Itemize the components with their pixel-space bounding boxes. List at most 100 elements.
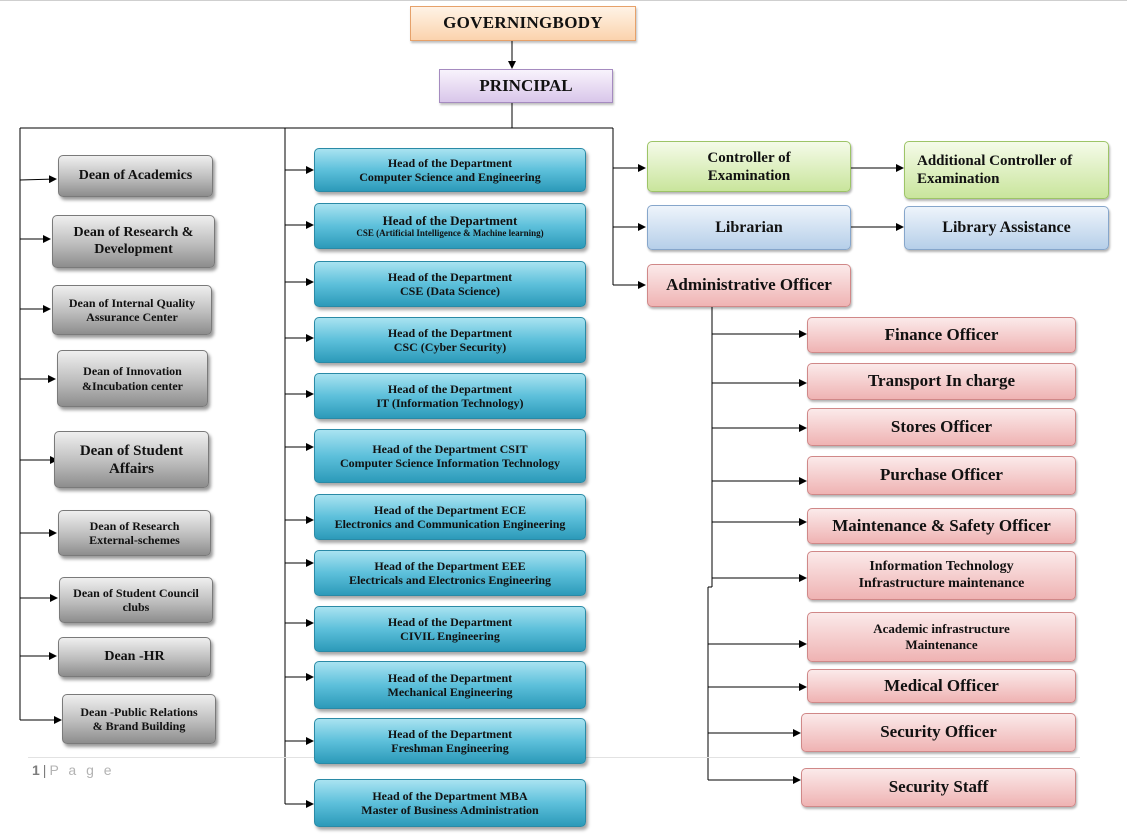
dean-iqac-box: Dean of Internal Quality Assurance Cente… [52,285,212,335]
transport-incharge-label: Transport In charge [867,371,1015,391]
dean-innovation-line2: &Incubation center [82,378,183,393]
hod-civil-line1: Head of the Department [387,614,513,629]
dean-research-development-box: Dean of Research & Development [52,215,215,268]
dean-research-external-line2: External-schemes [89,533,180,547]
academic-infrastructure-box: Academic infrastructure Maintenance [807,612,1076,662]
hod-freshman-line1: Head of the Department [387,726,513,741]
controller-of-examination-box: Controller of Examination [647,141,851,192]
hod-freshman-line2: Freshman Engineering [391,741,509,755]
academic-infrastructure-line2: Maintenance [905,637,978,652]
dean-hr-box: Dean -HR [58,637,211,677]
governing-body-label: GOVERNINGBODY [443,13,603,33]
administrative-officer-box: Administrative Officer [647,264,851,307]
hod-mechanical-line2: Mechanical Engineering [387,685,513,699]
additional-controller-box: Additional Controller of Examination [904,141,1109,199]
hod-eee-line1: Head of the Department EEE [374,558,526,573]
dean-hr-label: Dean -HR [104,648,165,664]
controller-line1: Controller of [707,149,791,166]
hod-cse-aiml-line2: CSE (Artificial Intelligence & Machine l… [356,228,544,239]
hod-cse-line1: Head of the Department [387,155,513,170]
hod-ece-line1: Head of the Department ECE [374,502,526,517]
dean-public-relations-line1: Dean -Public Relations [80,704,198,719]
maintenance-safety-officer-box: Maintenance & Safety Officer [807,508,1076,544]
page-label: P a g e [49,762,115,778]
dean-innovation-line1: Dean of Innovation [83,364,182,379]
hod-ece-line2: Electronics and Communication Engineerin… [334,517,566,531]
hod-csit-line2: Computer Science Information Technology [339,456,561,470]
hod-it-line1: Head of the Department [387,381,513,396]
hod-csc-line2: CSC (Cyber Security) [393,340,507,354]
hod-csit-box: Head of the Department CSIT Computer Sci… [314,429,586,483]
hod-cse-ds-line1: Head of the Department [387,269,513,284]
librarian-box: Librarian [647,205,851,250]
security-staff-label: Security Staff [888,777,989,797]
hod-cse-line2: Computer Science and Engineering [359,170,541,184]
medical-officer-box: Medical Officer [807,669,1076,703]
hod-mechanical-line1: Head of the Department [387,670,513,685]
finance-officer-box: Finance Officer [807,317,1076,353]
hod-mba-line1: Head of the Department MBA [372,788,528,803]
maintenance-safety-officer-label: Maintenance & Safety Officer [832,515,1051,535]
additional-controller-line1: Additional Controller of [917,153,1073,169]
hod-ece-box: Head of the Department ECE Electronics a… [314,494,586,540]
hod-mechanical-box: Head of the Department Mechanical Engine… [314,661,586,709]
controller-line2: Examination [707,167,791,184]
dean-student-affairs-line2: Affairs [109,460,154,477]
hod-civil-box: Head of the Department CIVIL Engineering [314,606,586,652]
hod-mba-box: Head of the Department MBA Master of Bus… [314,779,586,827]
stores-officer-label: Stores Officer [890,416,993,436]
hod-csc-box: Head of the Department CSC (Cyber Securi… [314,317,586,363]
hod-cse-box: Head of the Department Computer Science … [314,148,586,192]
dean-research-external-line1: Dean of Research [89,518,180,533]
hod-freshman-box: Head of the Department Freshman Engineer… [314,718,586,764]
principal-box: PRINCIPAL [439,69,613,103]
hod-mba-line2: Master of Business Administration [361,803,539,817]
security-officer-box: Security Officer [801,713,1076,752]
hod-cse-aiml-box: Head of the Department CSE (Artificial I… [314,203,586,249]
hod-cse-aiml-line1: Head of the Department [382,212,518,228]
hod-cse-ds-box: Head of the Department CSE (Data Science… [314,261,586,307]
it-infrastructure-line1: Information Technology [869,558,1014,574]
it-infrastructure-line2: Infrastructure maintenance [858,575,1025,591]
purchase-officer-box: Purchase Officer [807,456,1076,495]
medical-officer-label: Medical Officer [884,675,999,695]
dean-student-affairs-line1: Dean of Student [79,442,184,459]
security-officer-label: Security Officer [880,722,997,742]
principal-label: PRINCIPAL [479,75,573,95]
hod-it-box: Head of the Department IT (Information T… [314,373,586,419]
security-staff-box: Security Staff [801,768,1076,807]
dean-public-relations-box: Dean -Public Relations & Brand Building [62,694,216,744]
additional-controller-line2: Examination [917,171,1000,187]
dean-innovation-box: Dean of Innovation &Incubation center [57,350,208,407]
page-number: 1 [32,762,41,778]
dean-iqac-line2: Assurance Center [86,310,178,324]
dean-research-development-line1: Dean of Research & [73,224,194,240]
dean-student-council-line2: clubs [122,600,150,614]
library-assistance-box: Library Assistance [904,206,1109,250]
dean-research-development-line2: Development [94,241,173,257]
page-top-rule [0,0,1127,1]
stores-officer-box: Stores Officer [807,408,1076,446]
hod-csc-line1: Head of the Department [387,325,513,340]
dean-student-council-line1: Dean of Student Council [73,585,199,600]
it-infrastructure-box: Information Technology Infrastructure ma… [807,551,1076,600]
hod-csit-line1: Head of the Department CSIT [372,441,528,456]
academic-infrastructure-line1: Academic infrastructure [873,621,1010,637]
hod-it-line2: IT (Information Technology) [376,396,524,410]
hod-civil-line2: CIVIL Engineering [400,629,500,643]
transport-incharge-box: Transport In charge [807,363,1076,400]
dean-student-council-box: Dean of Student Council clubs [59,577,213,623]
hod-eee-box: Head of the Department EEE Electricals a… [314,550,586,596]
footer-separator: | [42,762,48,778]
librarian-label: Librarian [715,218,783,236]
dean-academics-box: Dean of Academics [58,155,213,197]
dean-research-external-box: Dean of Research External-schemes [58,510,211,556]
dean-public-relations-line2: & Brand Building [92,719,186,733]
hod-eee-line2: Electricals and Electronics Engineering [348,573,552,587]
finance-officer-label: Finance Officer [884,324,999,344]
hod-cse-ds-line2: CSE (Data Science) [400,284,500,298]
page-footer: 1|P a g e [32,762,115,778]
library-assistance-label: Library Assistance [942,219,1071,237]
dean-iqac-line1: Dean of Internal Quality [68,295,196,310]
